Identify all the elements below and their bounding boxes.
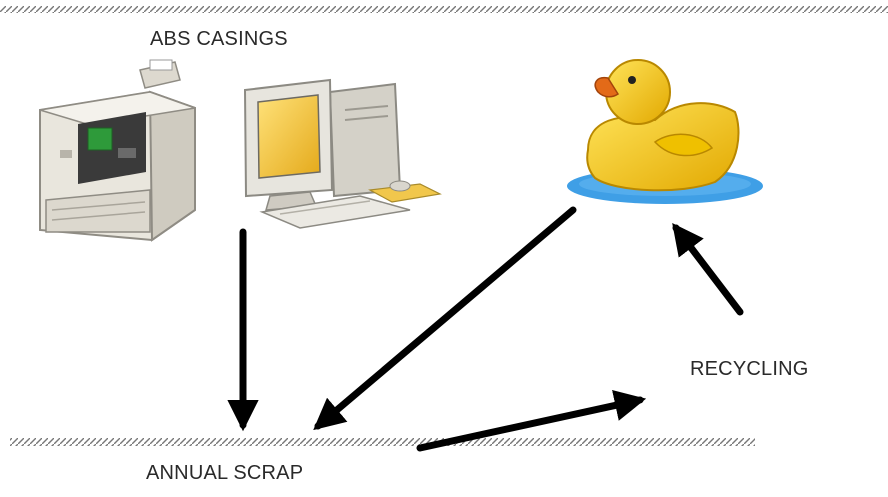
label-annual-scrap: ANNUAL SCRAP bbox=[146, 462, 304, 484]
rubber-duck-icon bbox=[567, 59, 763, 204]
printer-icon bbox=[39, 59, 196, 242]
desktop-computer-icon bbox=[243, 78, 442, 229]
arrow-scrap-to-recycling bbox=[416, 389, 647, 452]
diagram-arrows bbox=[227, 206, 744, 452]
top-hatched-rule bbox=[0, 6, 888, 13]
label-abs-casings: ABS CASINGS bbox=[150, 28, 288, 50]
label-recycling: RECYCLING bbox=[690, 358, 809, 380]
ground-hatched-rule bbox=[10, 438, 755, 446]
arrow-duck-to-scrap bbox=[313, 206, 577, 431]
arrow-recycling-to-duck bbox=[672, 222, 744, 316]
